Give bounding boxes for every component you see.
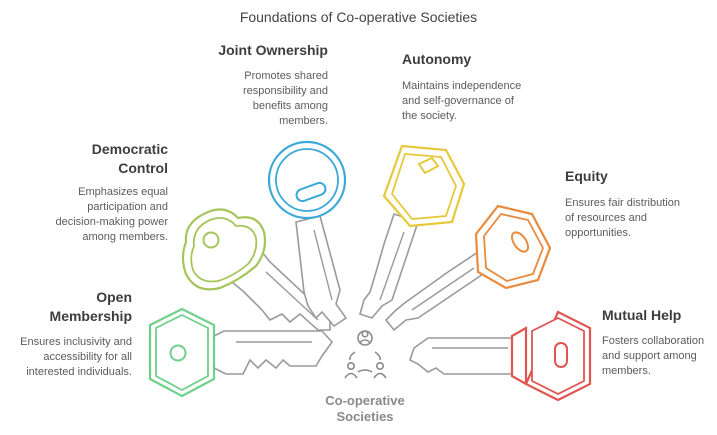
joint-ownership-title-line1: Joint Ownership: [218, 42, 328, 58]
desc-line: and self-governance of: [402, 95, 514, 107]
mutual-help-title: Mutual Help: [602, 306, 712, 325]
equity-title: Equity: [565, 167, 665, 186]
desc-line: Ensures inclusivity and: [20, 336, 132, 348]
people-network-icon: [344, 330, 387, 379]
mutual-help-description: Fosters collaboration and support among …: [602, 334, 714, 379]
autonomy-title-line1: Autonomy: [402, 51, 472, 67]
desc-line: Promotes shared: [244, 70, 328, 82]
desc-line: decision-making power: [55, 216, 169, 228]
equity-title-line1: Equity: [565, 168, 608, 184]
open-membership-description: Ensures inclusivity and accessibility fo…: [10, 335, 132, 380]
open-membership-title-line1: Open: [96, 289, 132, 305]
center-label-line2: Societies: [336, 409, 394, 424]
desc-line: Emphasizes equal: [78, 186, 168, 198]
center-label-line1: Co-operative: [325, 393, 405, 408]
equity-description: Ensures fair distribution of resources a…: [565, 196, 715, 241]
joint-ownership-title: Joint Ownership: [200, 41, 328, 60]
autonomy-title: Autonomy: [402, 50, 522, 69]
center-label: Co-operative Societies: [300, 393, 430, 425]
desc-line: Ensures fair distribution: [565, 197, 680, 209]
democratic-control-title-line1: Democratic: [91, 141, 168, 157]
key-mutual-help: [409, 310, 592, 402]
key-autonomy: [359, 144, 466, 319]
democratic-control-title-line2: Control: [118, 160, 168, 176]
open-membership-title-line2: Membership: [49, 308, 132, 324]
desc-line: and support among: [602, 350, 697, 362]
mutual-help-title-line1: Mutual Help: [602, 307, 682, 323]
open-membership-title: Open Membership: [40, 288, 132, 326]
desc-line: the society.: [402, 110, 457, 122]
key-equity: [384, 204, 552, 332]
democratic-control-title: Democratic Control: [60, 140, 168, 178]
democratic-control-description: Emphasizes equal participation and decis…: [40, 185, 169, 245]
desc-line: responsibility and: [243, 85, 328, 97]
diagram-title: Foundations of Co-operative Societies: [239, 9, 478, 25]
desc-line: among members.: [82, 231, 168, 243]
desc-line: accessibility for all: [43, 351, 132, 363]
desc-line: members.: [279, 115, 328, 127]
autonomy-description: Maintains independence and self-governan…: [402, 79, 542, 124]
key-joint-ownership: [267, 140, 348, 328]
desc-line: opportunities.: [565, 227, 632, 239]
desc-line: interested individuals.: [26, 366, 132, 378]
key-open-membership: [148, 307, 334, 398]
key-democratic-control: [181, 208, 331, 331]
joint-ownership-description: Promotes shared responsibility and benef…: [208, 69, 328, 129]
desc-line: participation and: [87, 201, 168, 213]
desc-line: of resources and: [565, 212, 647, 224]
desc-line: benefits among: [252, 100, 328, 112]
desc-line: Maintains independence: [402, 80, 522, 92]
desc-line: members.: [602, 365, 651, 377]
desc-line: Fosters collaboration: [602, 335, 705, 347]
